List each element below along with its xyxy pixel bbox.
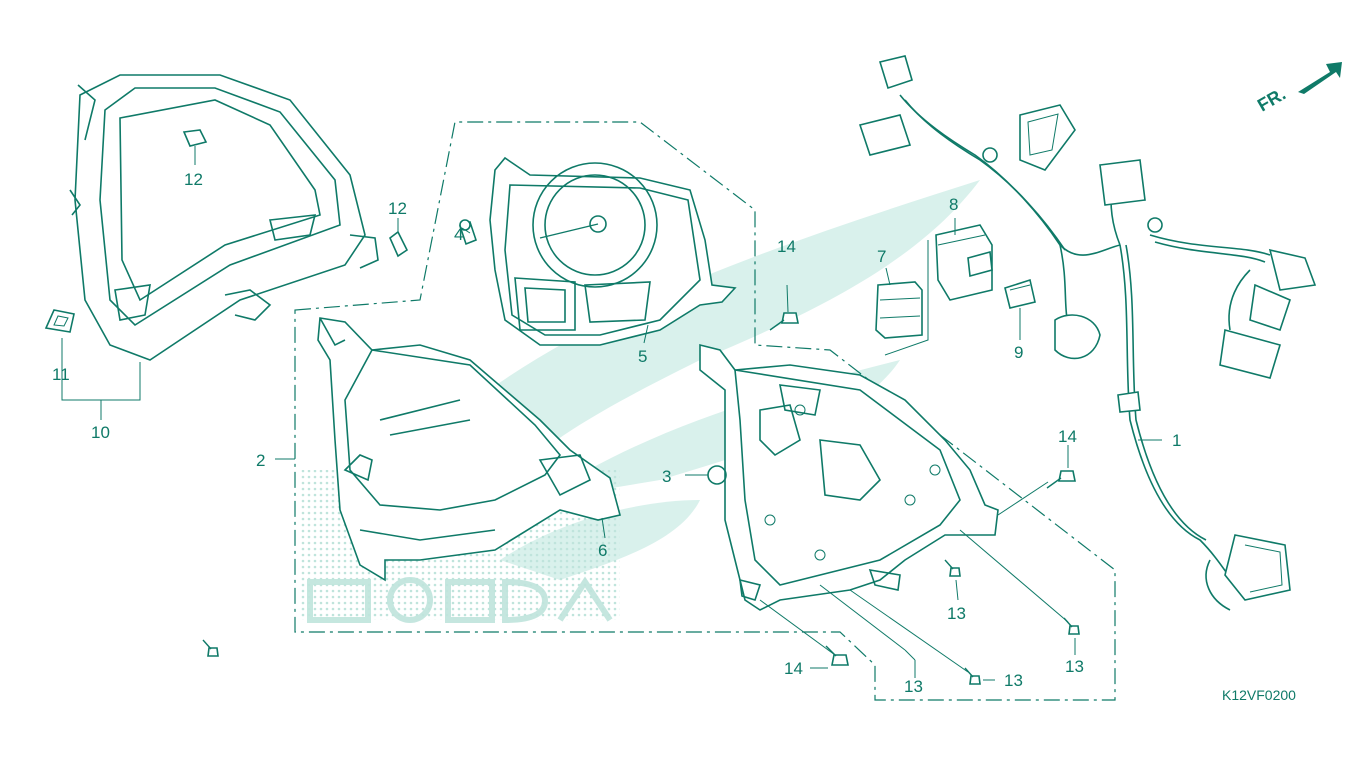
callout-12b: 12	[388, 199, 407, 218]
callout-11: 11	[52, 365, 70, 384]
front-marker-text: FR.	[1254, 84, 1289, 116]
callout-13a: 13	[947, 604, 966, 623]
callout-7: 7	[877, 247, 886, 266]
callout-6: 6	[598, 541, 607, 560]
callout-14c: 14	[784, 659, 803, 678]
leader-lines	[61, 146, 1162, 681]
screw-part	[202, 312, 1080, 685]
callout-5: 5	[638, 347, 647, 366]
callout-9: 9	[1014, 343, 1023, 362]
callout-13d: 13	[1004, 671, 1023, 690]
callout-14a: 14	[777, 237, 796, 256]
assembly-dashed-outline	[294, 121, 1116, 701]
clip-part	[182, 129, 409, 258]
emblem-part	[44, 309, 75, 333]
callout-12a: 12	[184, 170, 203, 189]
meter-visor-part	[69, 74, 379, 361]
callout-10: 10	[91, 423, 110, 442]
callout-labels: 1 2 3 4 5 6 7 8 9 10 11 12 12 13 13 13 1…	[52, 170, 1181, 696]
fuse-part	[1004, 278, 1036, 309]
callout-8: 8	[949, 195, 958, 214]
diagram-code: K12VF0200	[1222, 687, 1296, 703]
callout-1: 1	[1172, 431, 1181, 450]
meter-upper-case-part	[699, 343, 999, 611]
wire-harness-part	[858, 55, 1317, 611]
front-direction-arrow-icon: FR.	[1254, 62, 1342, 115]
callout-3: 3	[662, 467, 671, 486]
callout-4: 4	[454, 225, 463, 244]
bulb-part	[459, 219, 477, 246]
flasher-relay-part	[935, 224, 993, 301]
relay-part	[875, 240, 929, 356]
callout-2: 2	[256, 451, 265, 470]
callout-13c: 13	[904, 677, 923, 696]
watermark-lettering	[307, 576, 613, 624]
meter-assembly-part	[489, 156, 737, 346]
callout-14b: 14	[1058, 427, 1077, 446]
callout-13b: 13	[1065, 657, 1084, 676]
meter-lower-case-part	[317, 317, 621, 582]
